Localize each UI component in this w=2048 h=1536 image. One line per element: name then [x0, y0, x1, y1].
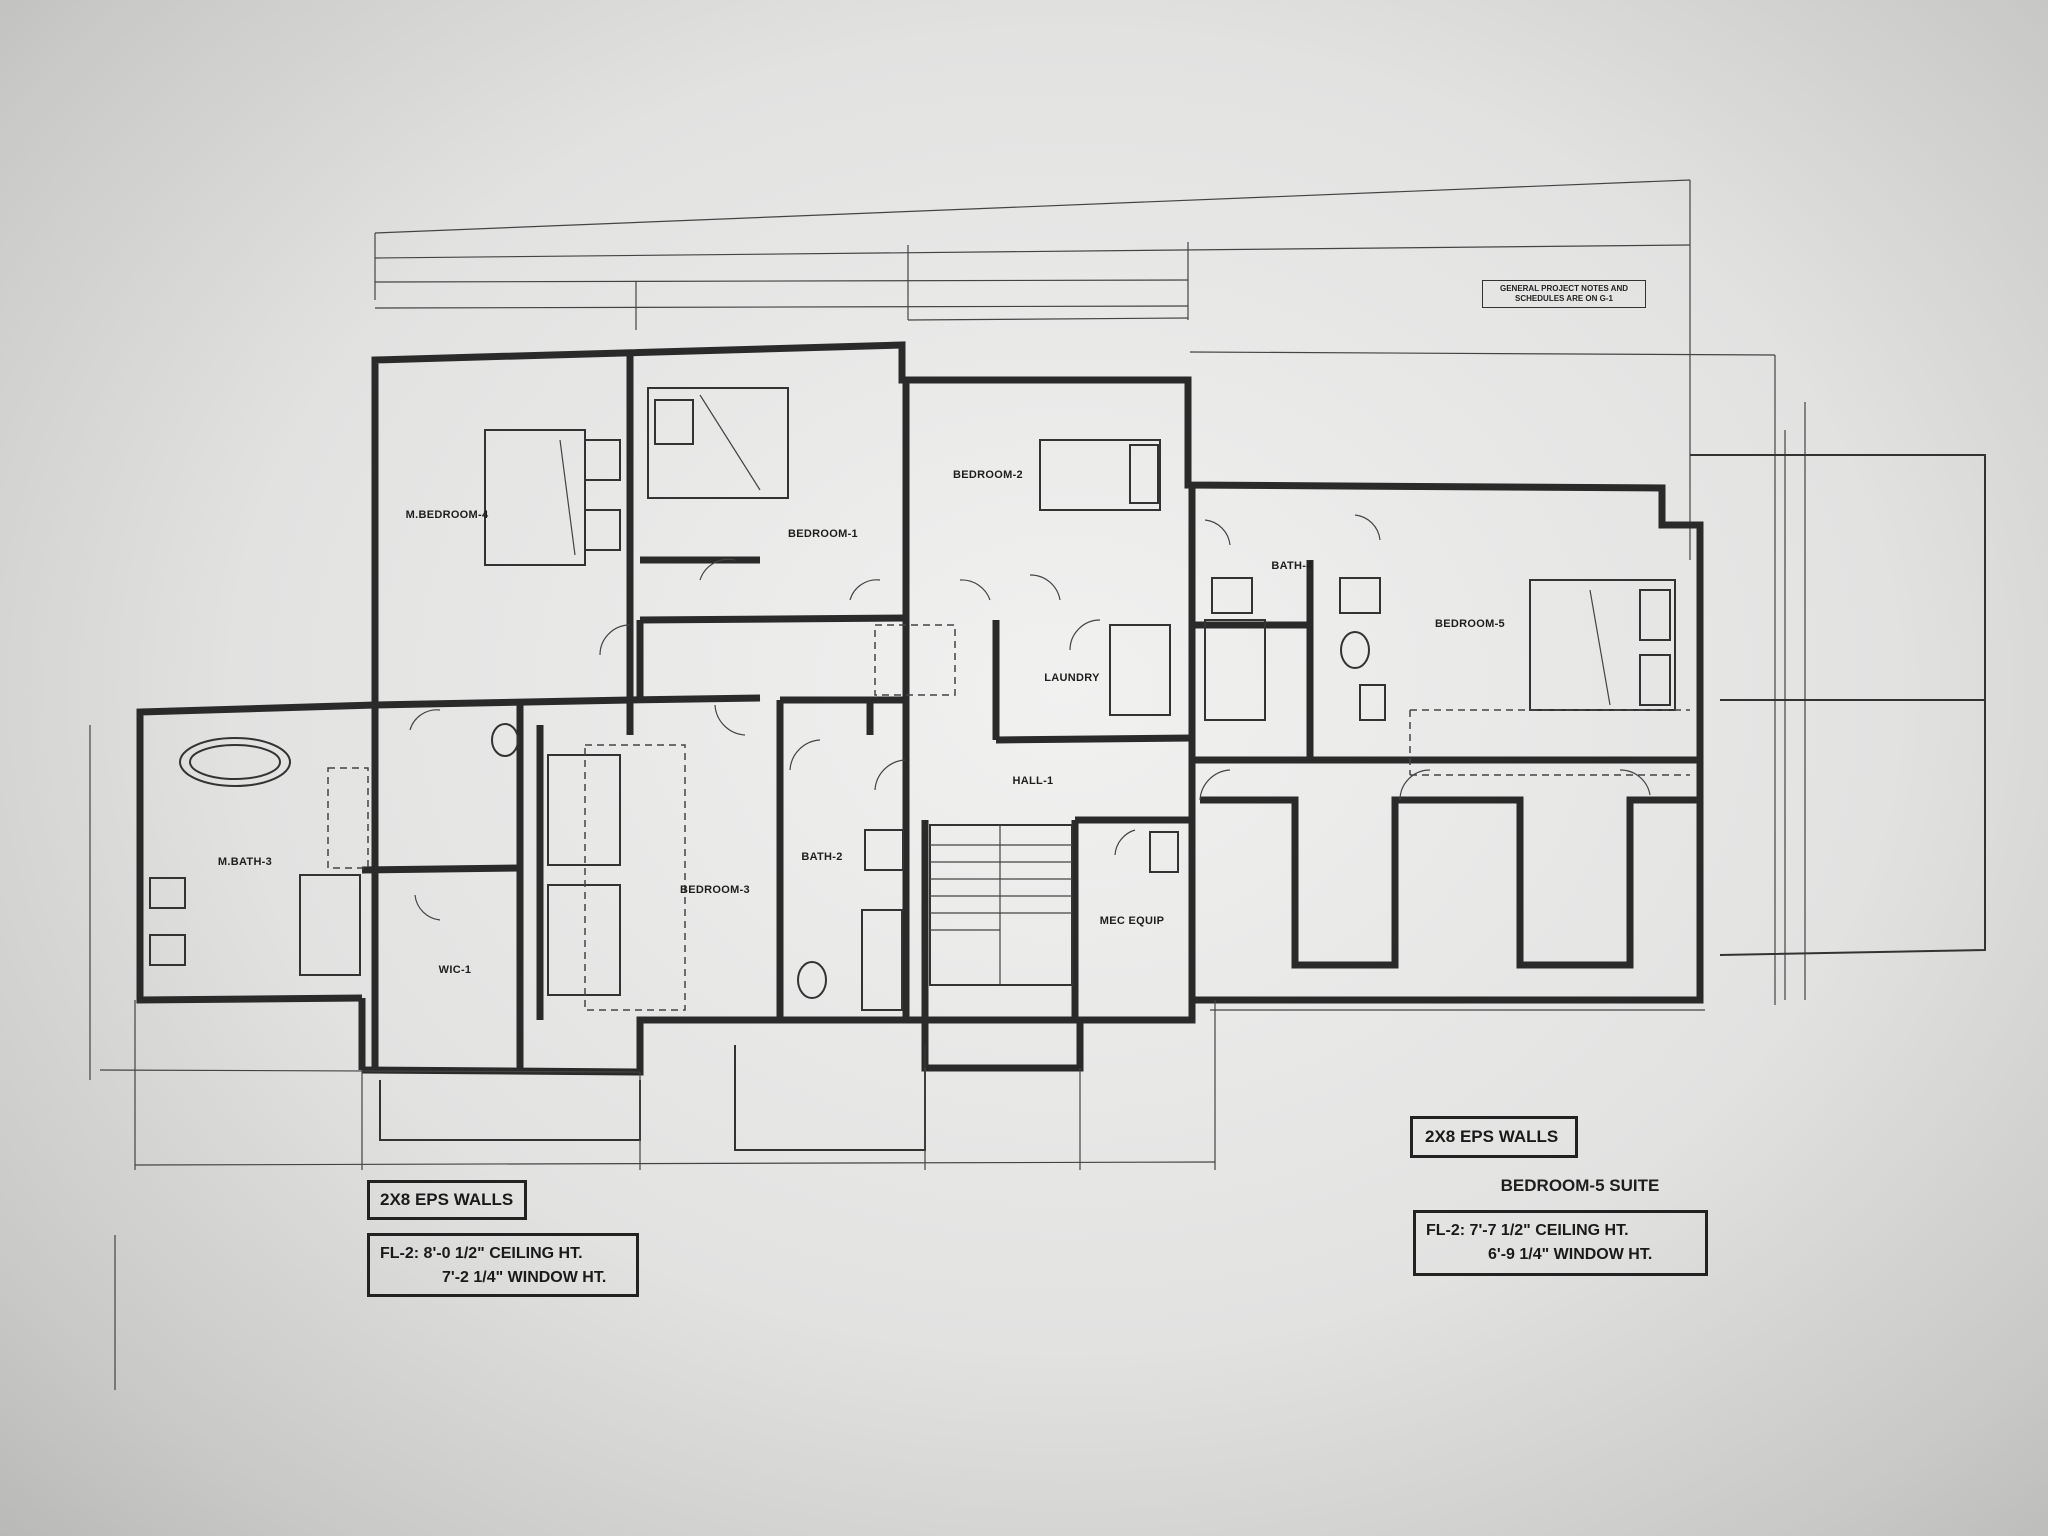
room-label-bedroom-5: BEDROOM-5 [1435, 618, 1505, 630]
bath-fixtures [149, 577, 1386, 1011]
right-walls-box: 2X8 EPS WALLS [1410, 1116, 1578, 1158]
room-label-m-bedroom-4: M.BEDROOM-4 [405, 509, 489, 521]
room-label-wic-1: WIC-1 [438, 964, 472, 976]
general-notes-box: GENERAL PROJECT NOTES AND SCHEDULES ARE … [1482, 280, 1646, 308]
staircase [929, 824, 1073, 986]
left-walls-text: 2X8 EPS WALLS [380, 1190, 514, 1209]
room-label-m-bath-3: M.BATH-3 [217, 856, 273, 868]
right-walls-text: 2X8 EPS WALLS [1425, 1127, 1559, 1146]
bed-fixtures [484, 387, 1676, 996]
room-label-bath-4: BATH-4 [1271, 560, 1313, 572]
room-label-bath-2: BATH-2 [801, 851, 843, 863]
roof-outline [1690, 454, 1986, 956]
room-label-mec-equip: MEC EQUIP [1099, 915, 1165, 927]
bottom-outlines [89, 725, 1705, 1390]
right-ceiling-height: FL-2: 7'-7 1/2" CEILING HT. [1426, 1222, 1629, 1239]
right-heights-box: FL-2: 7'-7 1/2" CEILING HT. 6'-9 1/4" WI… [1413, 1210, 1708, 1276]
room-label-hall-1: HALL-1 [1012, 775, 1054, 787]
room-label-bedroom-1: BEDROOM-1 [788, 528, 858, 540]
left-walls-box: 2X8 EPS WALLS [367, 1180, 527, 1220]
bedroom-5-suite-title: BEDROOM-5 SUITE [1500, 1176, 1660, 1195]
left-window-height: 7'-2 1/4" WINDOW HT. [442, 1269, 607, 1286]
right-window-height: 6'-9 1/4" WINDOW HT. [1488, 1246, 1653, 1263]
left-ceiling-height: FL-2: 8'-0 1/2" CEILING HT. [380, 1245, 583, 1262]
interior-walls [361, 350, 1700, 1070]
left-heights-box: FL-2: 8'-0 1/2" CEILING HT. 7'-2 1/4" WI… [367, 1233, 639, 1297]
dashed-outlines [327, 624, 1690, 1011]
room-label-bedroom-3: BEDROOM-3 [680, 884, 750, 896]
room-label-laundry: LAUNDRY [1044, 672, 1100, 684]
room-label-bedroom-2: BEDROOM-2 [953, 469, 1023, 481]
door-swings [409, 514, 1651, 921]
